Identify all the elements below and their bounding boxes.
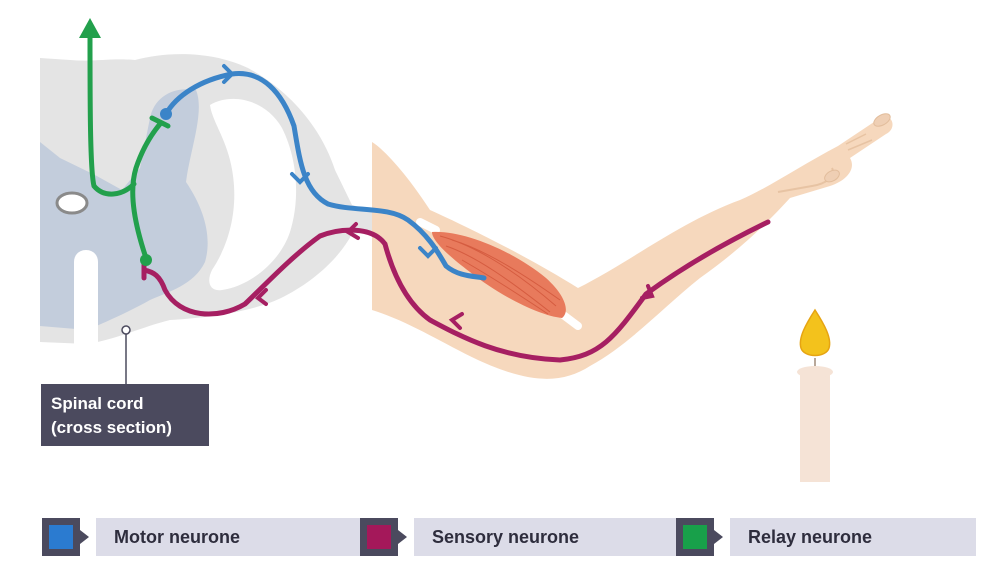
arm-skin [372, 116, 893, 379]
sensory-direction-marker [254, 288, 268, 306]
thumbnail [824, 169, 840, 183]
callout-pointer-dot [121, 325, 131, 335]
relay-neurone-cell-body [140, 254, 152, 266]
relay-synapse-bar [149, 115, 171, 129]
upward-arrow-head [79, 18, 101, 38]
arm [372, 113, 893, 379]
relay-neurone-path [130, 121, 163, 261]
spinal-cord-label-line2: (cross section) [51, 418, 172, 437]
motor-neurone [160, 64, 487, 281]
spinal-cord-bottom-notch [74, 250, 98, 345]
spinal-cord-white-lobe [209, 98, 297, 291]
legend-swatch-relay [676, 518, 723, 556]
motor-direction-marker [290, 172, 310, 185]
finger-line [847, 139, 873, 151]
muscle-body [432, 231, 566, 318]
fingernail [873, 113, 891, 127]
motor-direction-marker [222, 64, 235, 84]
legend-swatch-sensory [360, 518, 407, 556]
legend-label-motor: Motor neurone [96, 518, 384, 556]
legend-label-sensory: Sensory neurone [414, 518, 700, 556]
legend-label-relay: Relay neurone [730, 518, 976, 556]
legend-pointer-icon [398, 530, 407, 544]
sensory-neurone-path [141, 219, 771, 363]
spinal-cord-label-line1: Spinal cord [51, 394, 144, 413]
tendon-top [416, 218, 440, 234]
muscle-fibres [439, 235, 561, 315]
legend-pointer-icon [714, 530, 723, 544]
legend-swatch-color [367, 525, 391, 549]
tendon-bottom [558, 310, 582, 330]
motor-neurone-cell-body [160, 108, 172, 120]
relay-branch-path [87, 31, 137, 197]
candle-body [800, 370, 830, 482]
legend-swatch-color [683, 525, 707, 549]
finger-line [845, 133, 867, 145]
sensory-neurone [141, 219, 771, 363]
motor-direction-marker [418, 246, 438, 259]
candle [797, 308, 833, 482]
spinal-cord-cross-section [40, 54, 372, 384]
sensory-direction-marker [640, 284, 655, 300]
candle-rim [797, 366, 833, 378]
biceps-muscle [416, 218, 582, 330]
central-canal [55, 191, 89, 215]
spinal-cord-label: Spinal cord (cross section) [41, 384, 209, 446]
sensory-direction-marker [344, 222, 360, 240]
legend-swatch-motor [42, 518, 89, 556]
sensory-direction-marker [448, 312, 464, 330]
candle-flame [799, 308, 831, 357]
legend-swatch-color [49, 525, 73, 549]
legend-pointer-icon [80, 530, 89, 544]
relay-neurone [79, 18, 171, 266]
